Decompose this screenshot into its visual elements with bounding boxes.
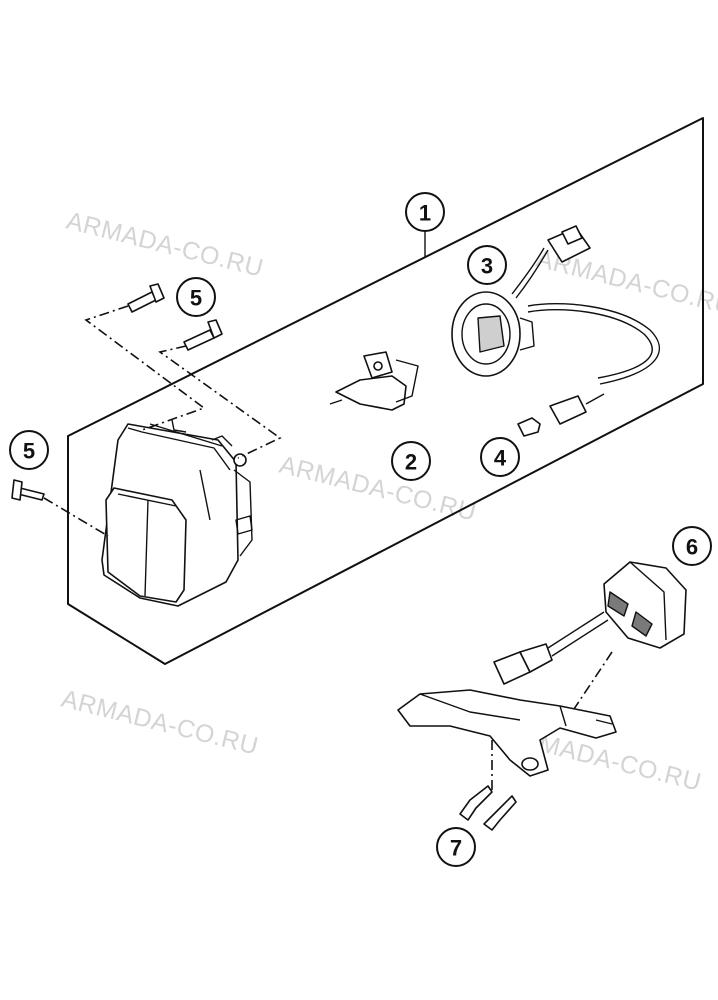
callout-2: 2	[391, 441, 431, 481]
watermark-4: ARMADA-CO.RU	[59, 685, 262, 761]
assembly-frame	[67, 117, 704, 665]
screw-5-upper	[127, 283, 165, 313]
callout-5-left: 5	[9, 430, 49, 470]
screw-7-left	[459, 785, 493, 821]
callout-1: 1	[405, 192, 445, 232]
callout-1-label: 1	[419, 201, 431, 226]
callout-5-left-label: 5	[23, 439, 35, 464]
callout-4: 4	[480, 437, 520, 477]
callout-6: 6	[672, 526, 712, 566]
callout-5-top: 5	[176, 277, 216, 317]
callout-3: 3	[467, 245, 507, 285]
callout-6-label: 6	[686, 535, 698, 560]
callout-2-label: 2	[405, 450, 417, 475]
callout-7: 7	[436, 827, 476, 867]
screw-5-lower	[11, 479, 45, 501]
bulb-h4	[329, 351, 419, 411]
callout-3-label: 3	[481, 254, 493, 279]
mounting-bracket	[397, 689, 617, 777]
screw-5-middle	[183, 319, 223, 351]
screw-7-right	[483, 795, 517, 831]
alignment-lines	[43, 305, 613, 790]
callout-7-label: 7	[450, 836, 462, 861]
headlight-housing	[101, 419, 253, 607]
parking-bulb	[517, 393, 605, 437]
callout-4-label: 4	[494, 446, 507, 471]
control-module	[493, 561, 687, 685]
watermark-1: ARMADA-CO.RU	[64, 207, 267, 283]
bulb-socket	[451, 225, 660, 385]
callout-5-top-label: 5	[190, 286, 202, 311]
